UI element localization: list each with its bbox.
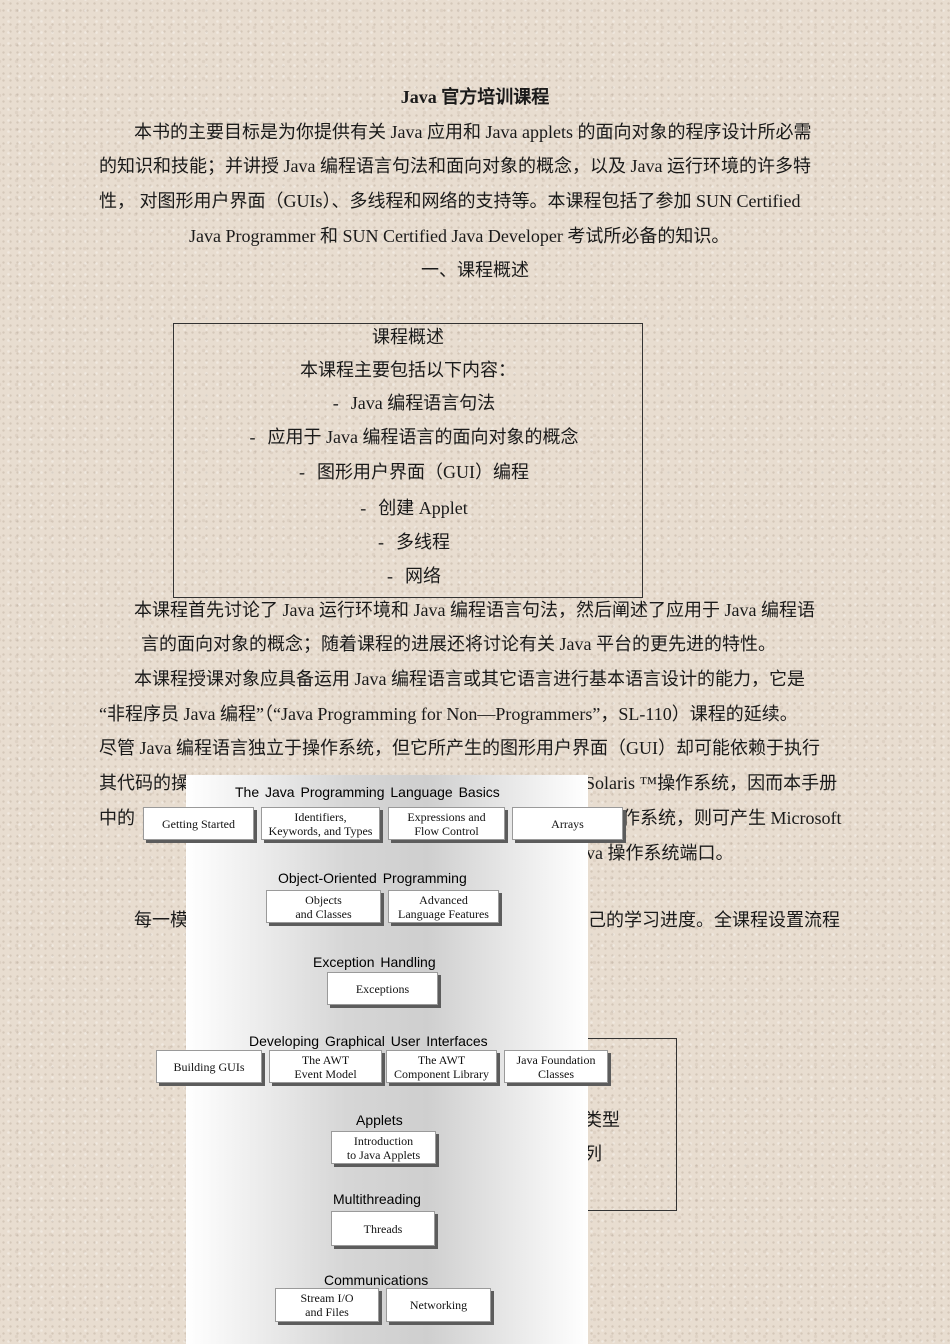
overview-item: -多线程 — [174, 530, 642, 554]
overview-box-subtitle: 本课程主要包括以下内容： — [300, 360, 516, 380]
node-exceptions: Exceptions — [327, 972, 438, 1005]
para3-line-4-left: 其代码的操 — [99, 773, 189, 793]
dash-marker: - — [378, 532, 384, 552]
overview-item-text: 网络 — [405, 566, 441, 586]
section-title: Exception Handling — [313, 954, 436, 970]
section-title: Applets — [356, 1112, 403, 1128]
para3-line-4-right: Solaris ™操作系统，因而本手册 — [585, 773, 838, 793]
para3-line-5-left: 中的 — [99, 808, 135, 828]
fragment-column: 列 — [584, 1144, 602, 1164]
intro-line-4: Java Programmer 和 SUN Certified Java Dev… — [189, 226, 730, 246]
overview-item: -网络 — [174, 564, 642, 588]
overview-item-text: Java 编程语言句法 — [350, 393, 496, 413]
overview-item-text: 多线程 — [396, 532, 450, 552]
node-threads: Threads — [331, 1211, 435, 1246]
dash-marker: - — [299, 462, 305, 482]
node-java-foundation-classes: Java Foundation Classes — [504, 1050, 608, 1083]
dash-marker: - — [360, 498, 367, 518]
node-awt-component-library: The AWT Component Library — [386, 1050, 497, 1083]
section-title: Communications — [324, 1272, 429, 1288]
section-heading: 一、课程概述 — [421, 260, 529, 280]
overview-item: -创建 Applet — [174, 496, 642, 520]
section-title: Multithreading — [333, 1191, 421, 1207]
dash-marker: - — [387, 566, 393, 586]
bracket-outline — [588, 1038, 677, 1211]
para3-line-1: 本课程授课对象应具备运用 Java 编程语言或其它语言进行基本语言设计的能力，它… — [134, 669, 805, 689]
document-title: Java 官方培训课程 — [400, 87, 550, 107]
overview-item-text: 应用于 Java 编程语言的面向对象的概念 — [267, 427, 579, 447]
para3-line-2: “非程序员 Java 编程”（“Java Programming for Non… — [99, 704, 798, 724]
para3-line-6-right: va 操作系统端口。 — [586, 843, 734, 863]
para4-line-right: 己的学习进度。全课程设置流程 — [588, 910, 840, 930]
section-title: The Java Programming Language Basics — [235, 784, 500, 800]
node-identifiers: Identifiers, Keywords, and Types — [261, 807, 380, 840]
node-stream-io: Stream I/O and Files — [275, 1288, 379, 1322]
para3-line-3: 尽管 Java 编程语言独立于操作系统，但它所产生的图形用户界面（GUI）却可能… — [99, 738, 820, 758]
node-building-guis: Building GUIs — [156, 1050, 262, 1083]
dash-marker: - — [249, 427, 256, 447]
fragment-type: 类型 — [584, 1110, 620, 1130]
overview-item: -应用于 Java 编程语言的面向对象的概念 — [174, 425, 642, 449]
node-advanced: Advanced Language Features — [388, 890, 499, 923]
node-awt-event-model: The AWT Event Model — [269, 1050, 382, 1083]
intro-line-3: 性， 对图形用户界面（GUIs）、多线程和网络的支持等。本课程包括了参加 SUN… — [99, 191, 801, 211]
para2-line-1: 本课程首先讨论了 Java 运行环境和 Java 编程语言句法，然后阐述了应用于… — [134, 600, 815, 620]
overview-box: 课程概述 本课程主要包括以下内容： -Java 编程语言句法 -应用于 Java… — [173, 323, 643, 598]
dash-marker: - — [332, 393, 339, 413]
node-intro-applets: Introduction to Java Applets — [331, 1131, 436, 1164]
overview-item-text: 图形用户界面（GUI）编程 — [317, 462, 529, 482]
overview-box-title: 课程概述 — [372, 327, 444, 347]
para3-line-5-right: 作系统，则可产生 Microsoft — [622, 808, 842, 828]
overview-item: -Java 编程语言句法 — [174, 391, 642, 415]
section-title: Developing Graphical User Interfaces — [249, 1033, 488, 1049]
node-objects: Objects and Classes — [266, 890, 381, 923]
node-arrays: Arrays — [512, 807, 623, 840]
overview-item-text: 创建 Applet — [378, 498, 468, 518]
para2-line-2: 言的面向对象的概念；随着课程的进展还将讨论有关 Java 平台的更先进的特性。 — [141, 634, 776, 654]
intro-line-1: 本书的主要目标是为你提供有关 Java 应用和 Java applets 的面向… — [134, 122, 812, 142]
section-title: Object-Oriented Programming — [278, 870, 467, 886]
node-expressions: Expressions and Flow Control — [388, 807, 505, 840]
para4-line-left: 每一模 — [134, 910, 188, 930]
node-networking: Networking — [386, 1288, 491, 1322]
intro-line-2: 的知识和技能；并讲授 Java 编程语言句法和面向对象的概念，以及 Java 运… — [99, 156, 811, 176]
overview-item: -图形用户界面（GUI）编程 — [174, 460, 642, 484]
node-getting-started: Getting Started — [143, 807, 254, 840]
